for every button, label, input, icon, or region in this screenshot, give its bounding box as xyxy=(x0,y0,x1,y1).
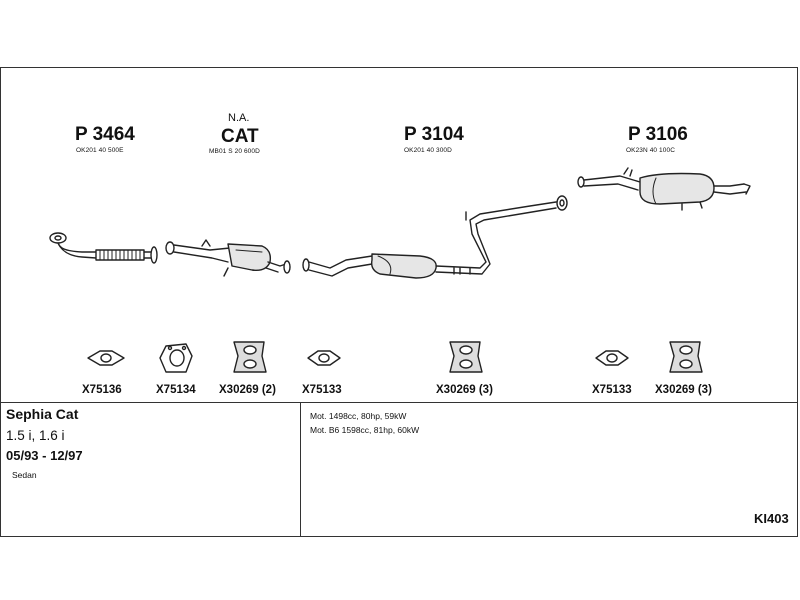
oem-ref-catalyst: MB01 S 20 600D xyxy=(209,148,260,155)
accessory-label: X75133 xyxy=(302,384,342,396)
part-number-catalyst: CAT xyxy=(221,126,259,147)
flange-gasket-icon xyxy=(159,343,193,373)
part-number-rear-silencer: P 3106 xyxy=(628,124,688,145)
motor-spec: Mot. B6 1598cc, 81hp, 60kW xyxy=(310,425,420,435)
oem-ref-front-pipe: OK201 40 500E xyxy=(76,147,124,154)
middle-silencer-part xyxy=(302,195,568,279)
accessory-label: X75136 xyxy=(82,384,122,396)
accessory-label: X30269 (3) xyxy=(436,384,493,396)
part-number-front-pipe: P 3464 xyxy=(75,124,135,145)
gasket-icon xyxy=(595,350,629,366)
front-pipe-part xyxy=(49,232,158,264)
part-number-middle-silencer: P 3104 xyxy=(404,124,464,145)
diagram-frame xyxy=(0,67,798,537)
rubber-hanger-icon xyxy=(449,341,483,373)
diagram-code: KI403 xyxy=(754,511,789,526)
accessory-label: X30269 (3) xyxy=(655,384,712,396)
vehicle-years: 05/93 - 12/97 xyxy=(6,448,83,463)
info-column-divider xyxy=(300,402,301,536)
rear-silencer-part xyxy=(577,167,751,211)
gasket-icon xyxy=(307,350,341,366)
vehicle-model: Sephia Cat xyxy=(6,406,79,422)
oem-ref-middle-silencer: OK201 40 300D xyxy=(404,147,452,154)
rubber-hanger-icon xyxy=(669,341,703,373)
info-divider xyxy=(0,402,798,403)
vehicle-engine: 1.5 i, 1.6 i xyxy=(6,428,65,443)
motor-spec: Mot. 1498cc, 80hp, 59kW xyxy=(310,411,407,421)
accessory-label: X75134 xyxy=(156,384,196,396)
catalyst-part xyxy=(165,239,291,277)
cat-note: N.A. xyxy=(228,112,250,124)
rubber-hanger-icon xyxy=(233,341,267,373)
vehicle-body: Sedan xyxy=(12,470,37,480)
accessory-label: X30269 (2) xyxy=(219,384,276,396)
accessory-label: X75133 xyxy=(592,384,632,396)
oem-ref-rear-silencer: OK23N 40 100C xyxy=(626,147,675,154)
gasket-icon xyxy=(87,350,125,366)
